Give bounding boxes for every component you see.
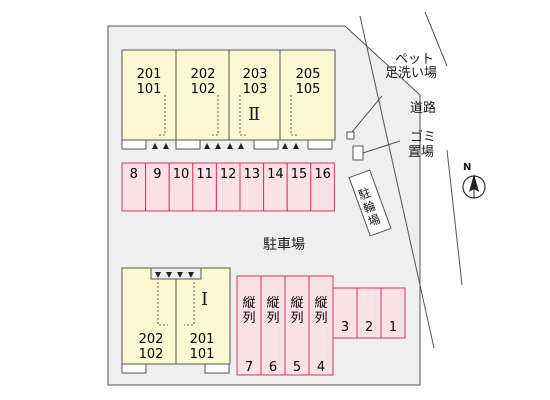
garbage-area [352,145,364,161]
north-arrow-icon [462,174,486,199]
tandem-label: 縦列 [266,296,280,326]
parking-stall [380,287,406,339]
pet-wash-marker [346,131,355,140]
building-ii [121,49,336,150]
parking-stall-tandem [260,275,286,376]
road-edge-right-lower [446,149,463,286]
bicycle-parking [348,169,392,237]
parking-stall [310,162,335,212]
road-label: 道路 [410,101,437,116]
parking-stall-tandem [236,275,262,376]
pet-wash-label-1: ペット [395,52,435,67]
parking-stall-number: 14 [267,167,284,182]
parking-stall-number: 5 [292,360,302,375]
parking-stall-number: 10 [172,167,190,182]
parking-row-top [121,162,335,212]
pet-wash-label-2: 足洗い場 [385,66,438,81]
garbage-label-1: ゴミ [410,130,437,145]
parking-stall-number: 3 [340,320,350,335]
building-i [121,267,231,374]
parking-stall-tandem [284,275,310,376]
triangle-down-icon [155,272,194,278]
tandem-label: 縦列 [290,296,304,326]
parking-stall-number: 9 [153,167,162,182]
parking-stall-number: 15 [290,167,308,182]
parking-stall-tandem [308,275,334,376]
parking-lot-label: 駐車場 [263,237,305,253]
tandem-label: 縦列 [314,296,328,326]
triangle-down-icon [152,143,299,149]
parking-stall-number: 12 [219,167,237,182]
building-ii-label: Ⅱ [248,104,261,125]
parking-stall-number: 6 [268,360,278,375]
parking-stall-number: 2 [364,320,374,335]
parking-stall-number: 1 [388,320,398,335]
garbage-label-2: 置場 [408,145,435,160]
road-edge-left [359,15,435,349]
parking-row-bottom [236,275,406,376]
parking-stall-number: 7 [244,360,254,375]
parking-stall [356,287,382,339]
parking-stall-number: 13 [243,167,261,182]
parking-stall-number: 8 [129,167,138,182]
parking-stall [332,287,358,339]
north-label: N [463,162,472,173]
parking-stall-number: 4 [316,360,326,375]
road-edge-right [424,11,448,67]
building-i-label: Ⅰ [201,289,209,310]
tandem-label: 縦列 [242,296,256,326]
parking-stall-number: 11 [196,167,213,182]
parking-stall-number: 16 [314,167,331,182]
